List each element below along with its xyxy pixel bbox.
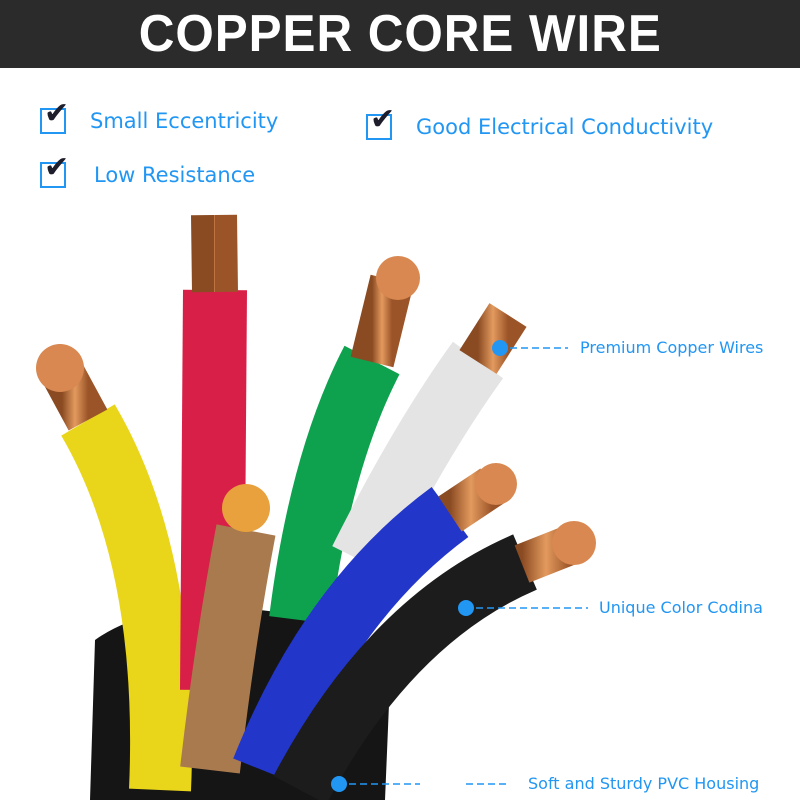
callout-marker-copper xyxy=(492,340,568,356)
wire-black xyxy=(273,521,596,800)
callout-premium-copper: Premium Copper Wires xyxy=(580,338,764,357)
title-banner: COPPER CORE WIRE xyxy=(0,0,800,68)
wire-brown xyxy=(180,484,276,774)
checkbox-icon: ✔ xyxy=(40,150,69,188)
callout-marker-housing xyxy=(331,776,510,792)
feature-good-conductivity: ✔ Good Electrical Conductivity xyxy=(366,102,714,140)
feature-small-eccentricity: ✔ Small Eccentricity xyxy=(40,96,279,134)
checkbox-icon: ✔ xyxy=(40,96,69,134)
feature-low-resistance: ✔ Low Resistance xyxy=(40,150,256,188)
wire-yellow xyxy=(36,344,193,792)
checkbox-icon: ✔ xyxy=(366,102,395,140)
callout-color-coding: Unique Color Codina xyxy=(599,598,763,617)
wire-white xyxy=(332,303,527,574)
feature-label: Low Resistance xyxy=(94,163,256,187)
wire-green xyxy=(269,256,420,624)
callout-marker-color xyxy=(458,600,588,616)
wire-blue xyxy=(233,463,517,782)
feature-label: Good Electrical Conductivity xyxy=(416,115,714,139)
callout-pvc-housing: Soft and Sturdy PVC Housing xyxy=(528,774,760,793)
page-title: COPPER CORE WIRE xyxy=(138,5,662,63)
feature-label: Small Eccentricity xyxy=(90,109,279,133)
